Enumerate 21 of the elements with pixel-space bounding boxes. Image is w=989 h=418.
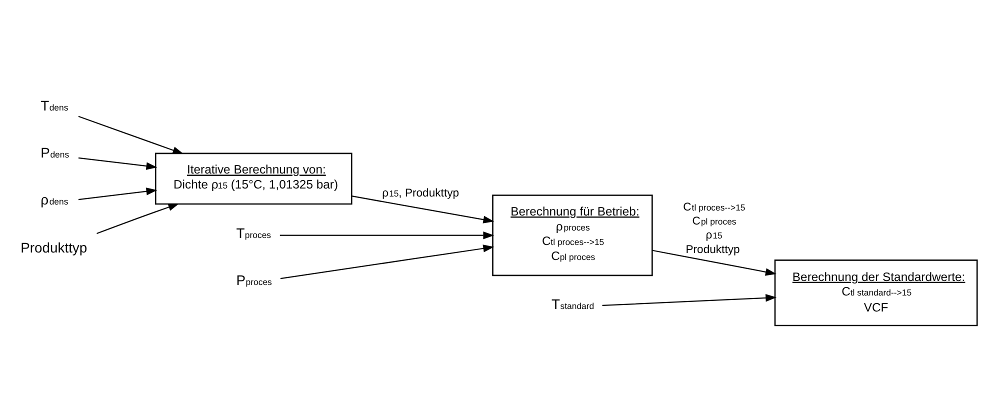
node-box: Iterative Berechnung von: Dichte ρ15 (15°C, 1,01325 bar) — [154, 152, 352, 205]
arrow — [352, 196, 494, 224]
node-text: Pdens — [40, 144, 70, 161]
arrow — [78, 157, 158, 170]
arrow — [280, 232, 494, 240]
arrow — [78, 116, 184, 154]
arrow — [652, 250, 776, 276]
arrow — [78, 188, 158, 200]
node-text: Tproces — [236, 224, 272, 241]
arrow — [602, 294, 777, 306]
node-box: Berechnung für Betrieb: ρproces Ctl proces-->15 Cpl proces — [492, 194, 653, 276]
node-text: ρdens — [40, 192, 68, 208]
node-text: Produkttyp — [20, 240, 88, 256]
node-box: Berechnung der Standardwerte: Ctl standard-->15 VCF — [774, 260, 978, 326]
node-text: Tdens — [40, 98, 68, 114]
edge-label: Ctl proces-->15 Cpl proces ρ15 Produkttyp — [683, 201, 746, 256]
arrow — [96, 204, 180, 234]
edge-label: ρ15, Produkttyp — [382, 188, 460, 200]
node-text: Tstandard — [552, 296, 594, 312]
arrow — [280, 244, 494, 280]
node-text: Pproces — [236, 272, 272, 288]
